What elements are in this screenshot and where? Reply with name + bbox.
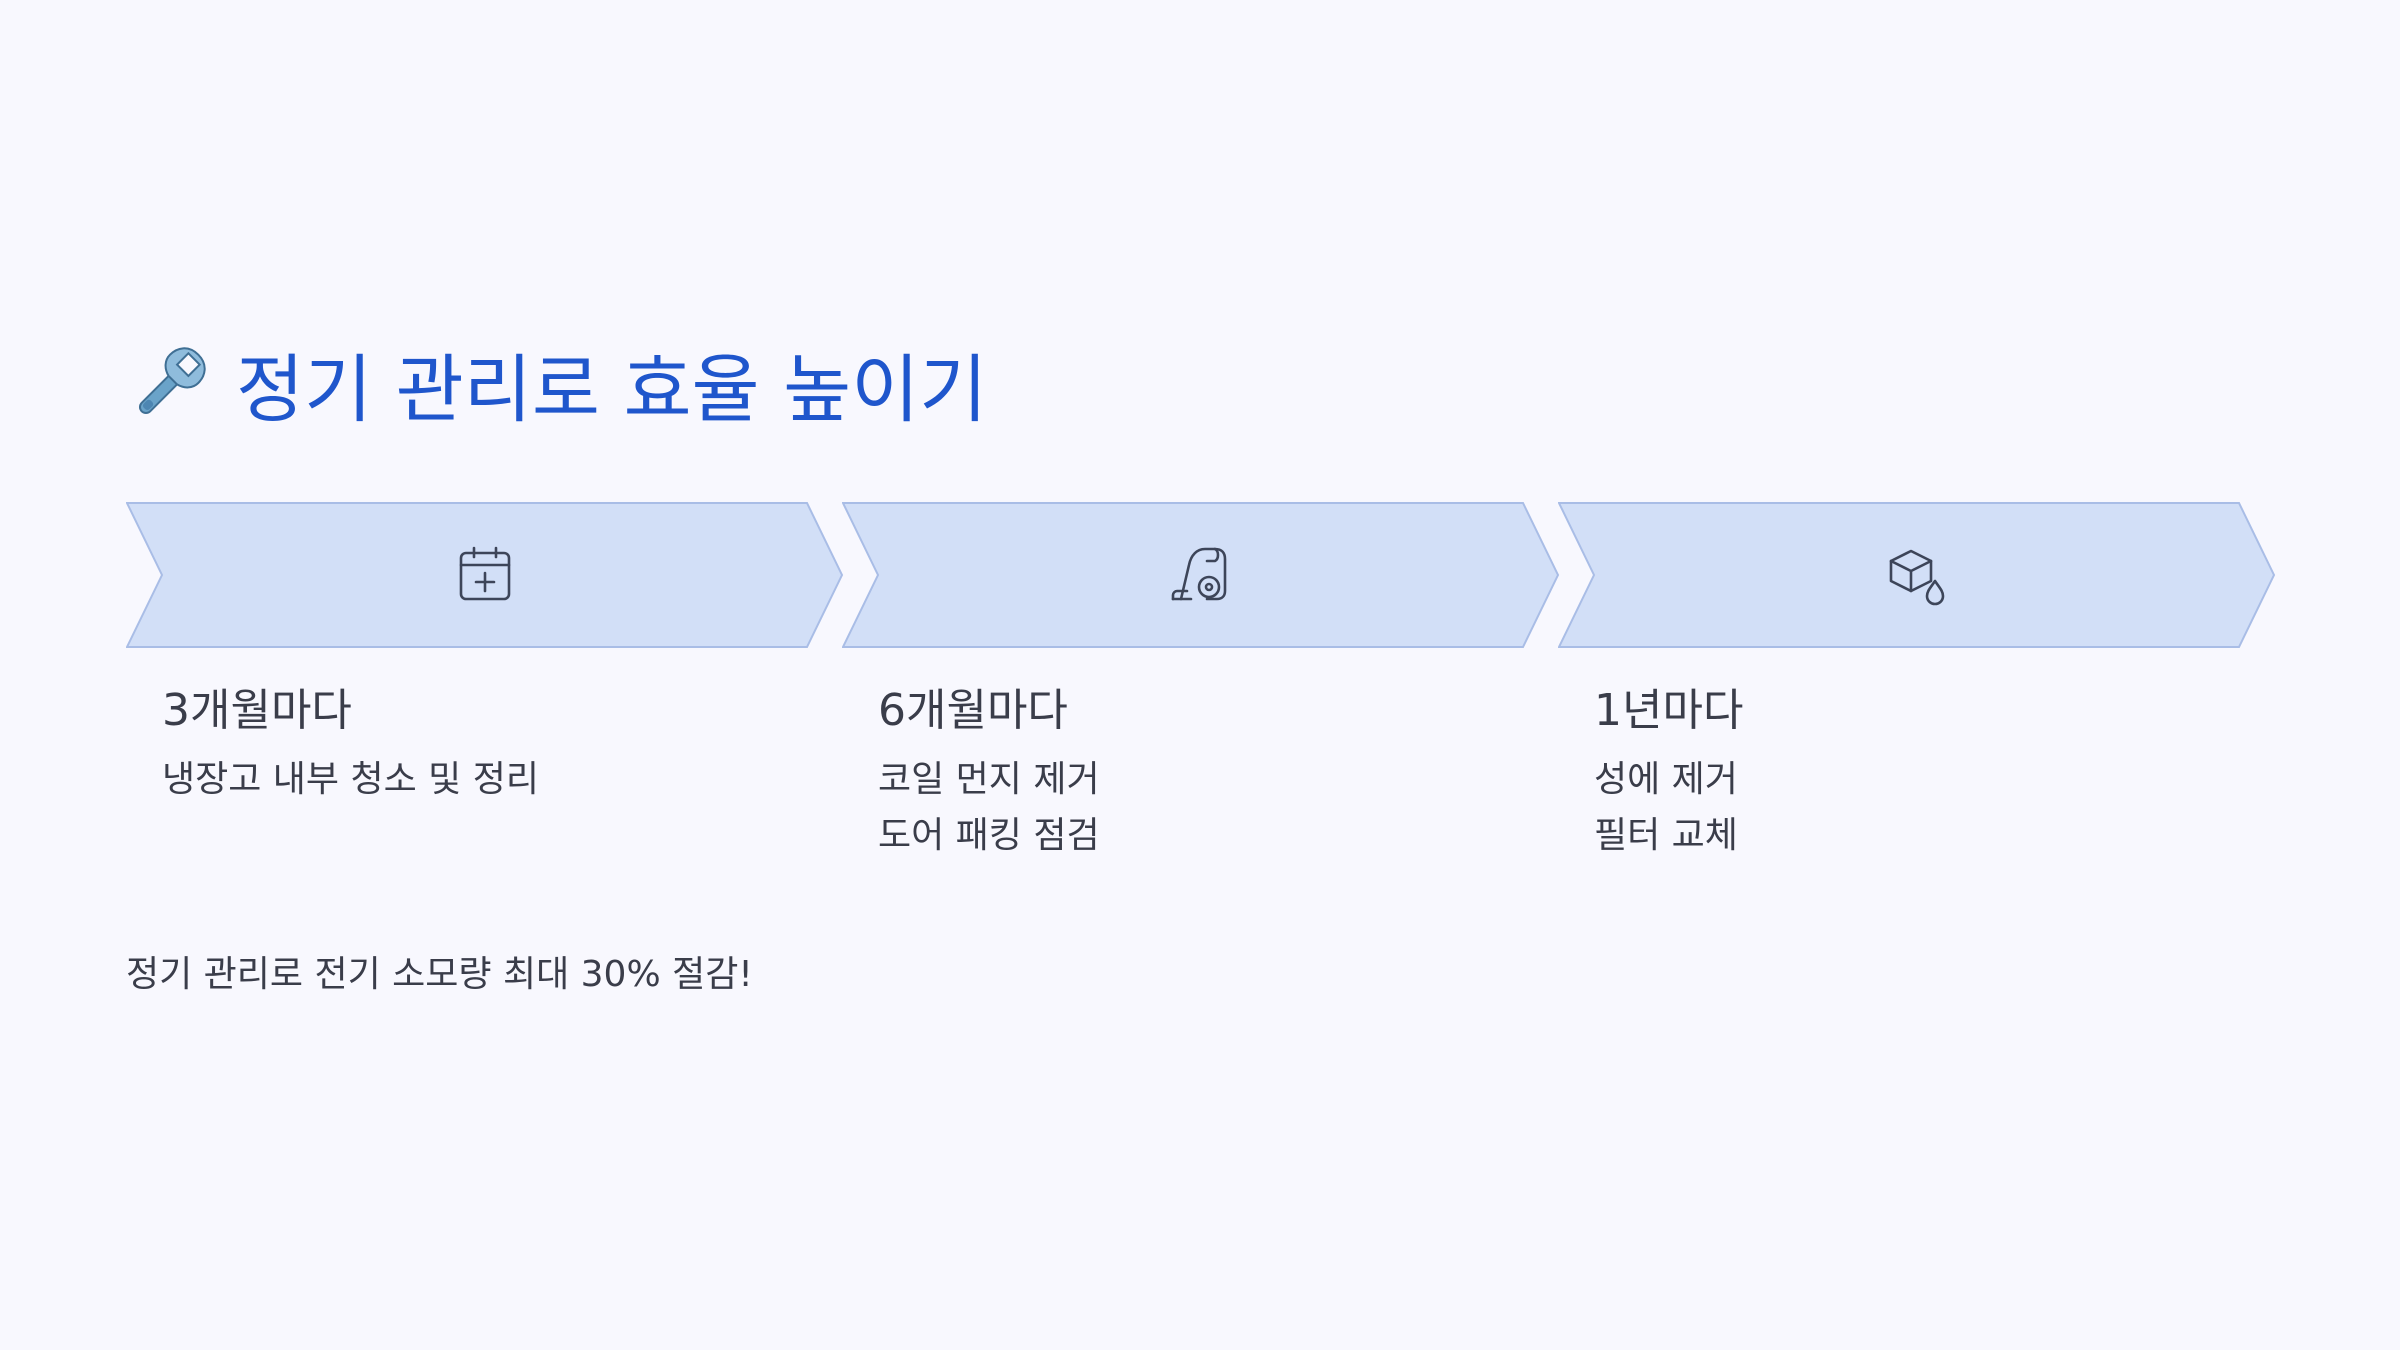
step-2-item-2: 도어 패킹 점검 (878, 815, 1100, 856)
step-1-heading: 3개월마다 (162, 685, 352, 736)
step-1-item-1: 냉장고 내부 청소 및 정리 (162, 759, 539, 800)
vacuum-cleaner-icon (1167, 541, 1235, 609)
step-3-heading: 1년마다 (1594, 685, 1744, 736)
ice-cube-water-drop-icon (1883, 541, 1951, 609)
calendar-plus-icon (451, 541, 519, 609)
step-3-item-1: 성에 제거 (1594, 759, 1738, 800)
step-3: 1년마다 성에 제거 필터 교체 (1594, 680, 2234, 864)
page-title: 정기 관리로 효율 높이기 (126, 338, 987, 433)
step-2-heading: 6개월마다 (878, 685, 1068, 736)
step-1-chevron (126, 502, 844, 648)
footer-note: 정기 관리로 전기 소모량 최대 30% 절감! (126, 954, 753, 995)
step-2: 6개월마다 코일 먼지 제거 도어 패킹 점검 (878, 680, 1518, 864)
step-3-chevron (1558, 502, 2276, 648)
step-2-chevron (842, 502, 1560, 648)
wrench-icon (126, 339, 214, 427)
step-1: 3개월마다 냉장고 내부 청소 및 정리 (162, 680, 802, 808)
step-2-item-1: 코일 먼지 제거 (878, 759, 1100, 800)
page-title-text: 정기 관리로 효율 높이기 (236, 346, 988, 433)
step-3-item-2: 필터 교체 (1594, 815, 1738, 856)
